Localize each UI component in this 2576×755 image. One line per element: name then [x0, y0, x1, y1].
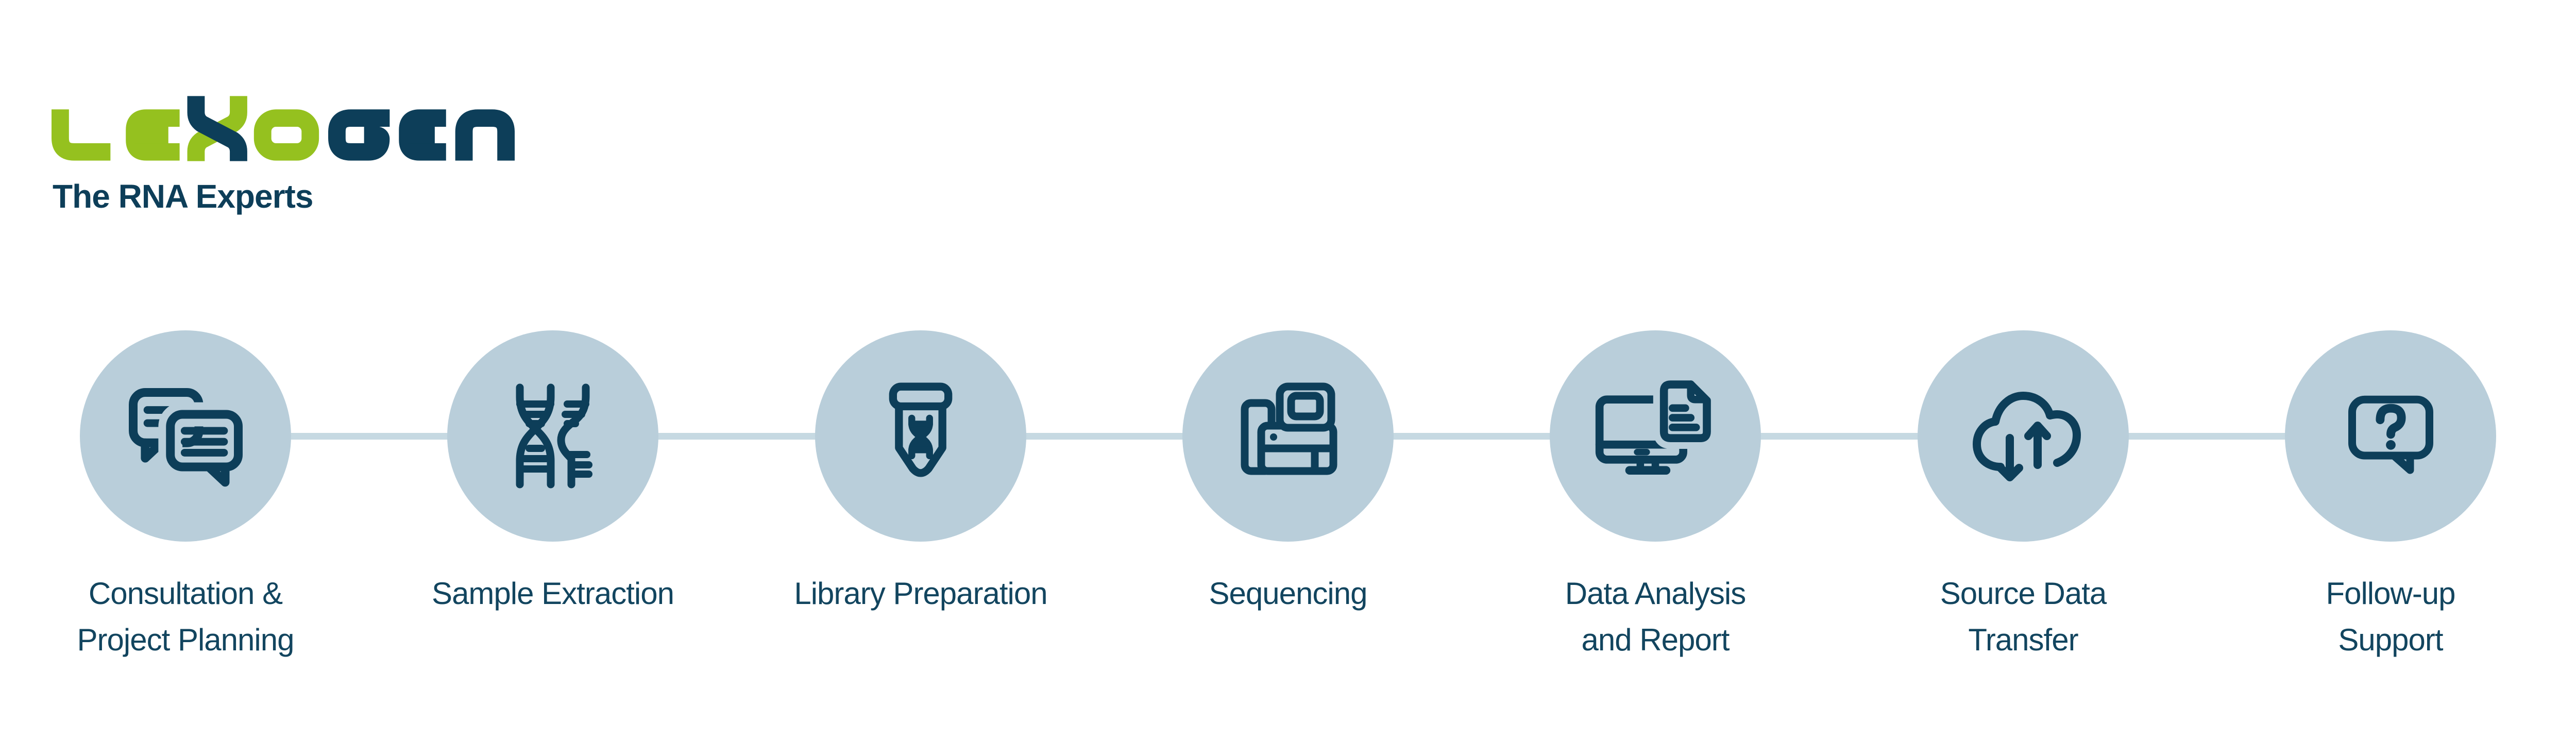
step-label-line: Sequencing [1209, 576, 1368, 611]
step-label: Source Data Transfer [1940, 571, 2107, 663]
upload-arrow [2024, 422, 2051, 469]
step-label-line: and Report [1581, 623, 1730, 657]
step-label-line: Transfer [1968, 623, 2078, 657]
step-circle [1182, 330, 1394, 542]
workflow-step-consultation: Consultation & Project Planning [21, 330, 350, 663]
step-label-line: Sample Extraction [432, 576, 674, 611]
step-label: Sequencing [1209, 571, 1368, 617]
step-circle [80, 330, 291, 542]
step-label-line: Follow-up [2326, 576, 2455, 611]
logo-letter-n [455, 109, 515, 161]
step-label: Library Preparation [794, 571, 1047, 617]
workflow-step-sequencing: Sequencing [1123, 330, 1453, 617]
step-circle [815, 330, 1026, 542]
step-circle [1918, 330, 2129, 542]
step-label-line: Library Preparation [794, 576, 1047, 611]
step-circle [447, 330, 658, 542]
logo-letter-g [328, 109, 390, 161]
step-label-line: Consultation & [88, 576, 283, 611]
sequencer-machine-icon [1241, 382, 1337, 475]
step-label: Follow-up Support [2326, 571, 2455, 663]
download-arrow [1996, 434, 2023, 481]
step-label-line: Data Analysis [1565, 576, 1747, 611]
step-circle [1550, 330, 1761, 542]
logo-letter-x-navy-strand [187, 96, 247, 161]
workflow-step-library-preparation: Library Preparation [756, 330, 1086, 617]
step-circle [2285, 330, 2496, 542]
chat-bubbles-icon [128, 388, 250, 486]
step-label-line: Project Planning [77, 623, 295, 657]
step-label: Consultation & Project Planning [77, 571, 295, 663]
sample-tube-icon [889, 382, 953, 477]
step-label: Data Analysis and Report [1565, 571, 1747, 663]
workflow-step-data-analysis: Data Analysis and Report [1490, 330, 1820, 663]
workflow-step-source-data-transfer: Source Data Transfer [1858, 330, 2188, 663]
monitor-document-icon [1595, 374, 1718, 475]
workflow-step-sample-extraction: Sample Extraction [388, 330, 718, 617]
brand-tagline: The RNA Experts [53, 178, 313, 215]
step-label-line: Source Data [1940, 576, 2107, 611]
dna-helix-icon [516, 383, 592, 489]
logo-letter-l [52, 109, 111, 161]
workflow-step-follow-up-support: Follow-up Support [2226, 330, 2555, 663]
question-bubble-icon [2348, 395, 2433, 474]
step-label: Sample Extraction [432, 571, 674, 617]
cloud-transfer-icon [1973, 392, 2081, 481]
step-label-line: Support [2338, 623, 2443, 657]
logo-letter-o [253, 109, 319, 161]
lexogen-logo [52, 96, 515, 161]
